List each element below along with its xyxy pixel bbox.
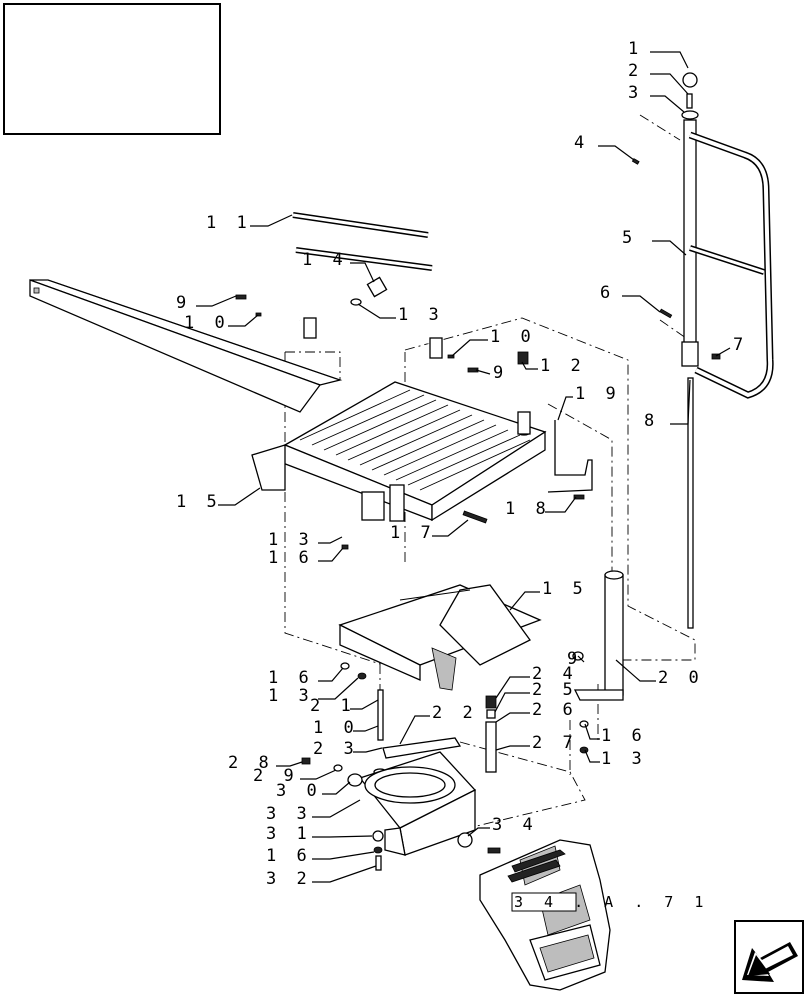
callout-c6: 6: [600, 283, 615, 303]
back-arrow-icon: [742, 942, 798, 982]
callout-c24: 2 4: [532, 664, 578, 684]
callout-c1: 1: [628, 39, 643, 59]
callout-c13b: 1 3: [268, 530, 314, 550]
reference-label: 3 4 . A . 7 1: [511, 892, 709, 912]
reference-label-text: 3 4 . A . 7 1: [514, 893, 709, 911]
callout-c18: 1 8: [505, 499, 551, 519]
callout-c10b: 1 0: [490, 327, 536, 347]
support-beam: [29, 279, 343, 413]
upper-platform: [251, 381, 547, 522]
callout-c22: 2 2: [432, 703, 478, 723]
callout-c9b: 9: [493, 363, 508, 383]
callout-c15b: 1 5: [542, 579, 588, 599]
callout-c30: 3 0: [276, 781, 322, 801]
callout-c13c: 1 3: [268, 686, 314, 706]
post-20: [573, 570, 624, 701]
pin-stack: [377, 689, 497, 773]
title-box: [3, 3, 221, 135]
callout-c14: 1 4: [302, 250, 348, 270]
callout-c23: 2 3: [313, 739, 359, 759]
callout-c26: 2 6: [532, 700, 578, 720]
callout-c31: 3 1: [266, 824, 312, 844]
callout-c10c: 1 0: [313, 718, 359, 738]
callout-c4: 4: [574, 133, 589, 153]
callout-c7: 7: [733, 335, 748, 355]
callout-c34: 3 4: [492, 815, 538, 835]
callout-c27: 2 7: [532, 733, 578, 753]
callout-c10a: 1 0: [184, 313, 230, 333]
callout-c33: 3 3: [266, 804, 312, 824]
leader-lines: [196, 51, 731, 883]
callout-c25: 2 5: [532, 680, 578, 700]
callout-c9c: 9: [567, 649, 582, 669]
callout-c32: 3 2: [266, 869, 312, 889]
back-arrow-button[interactable]: [734, 920, 804, 994]
callout-c20: 2 0: [658, 668, 704, 688]
callout-c8: 8: [644, 411, 659, 431]
bracket-19: [547, 420, 593, 493]
machine-body: [479, 839, 611, 991]
callout-c28: 2 8: [228, 753, 274, 773]
fasteners-upper: [235, 276, 585, 550]
callout-c3: 3: [628, 83, 643, 103]
callout-c13a: 1 3: [398, 305, 444, 325]
callout-c21: 2 1: [310, 696, 356, 716]
callout-c19: 1 9: [575, 384, 621, 404]
callout-c16d: 1 6: [266, 846, 312, 866]
fasteners-lower: [301, 651, 589, 871]
callout-c13d: 1 3: [601, 749, 647, 769]
callout-c12: 1 2: [540, 356, 586, 376]
callout-c11: 1 1: [206, 213, 252, 233]
callout-c29: 2 9: [253, 766, 299, 786]
handrail-left: [279, 115, 443, 359]
callout-c5: 5: [622, 228, 637, 248]
callout-c15a: 1 5: [176, 492, 222, 512]
callout-c2: 2: [628, 61, 643, 81]
callout-c16c: 1 6: [601, 726, 647, 746]
turntable-base: [358, 751, 477, 856]
callout-c17: 1 7: [390, 523, 436, 543]
callout-c9a: 9: [176, 293, 191, 313]
callout-c16a: 1 6: [268, 548, 314, 568]
lower-platform: [338, 584, 542, 691]
callout-c16b: 1 6: [268, 668, 314, 688]
right-pole-assembly: [631, 72, 774, 629]
